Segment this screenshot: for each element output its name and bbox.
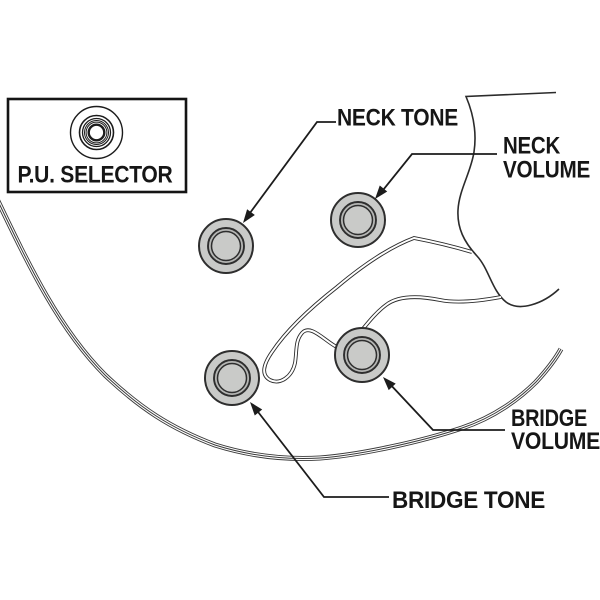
neck-volume-knob	[330, 192, 386, 248]
bridge-volume-knob	[334, 327, 390, 383]
bridge-tone-label: BRIDGE TONE	[392, 487, 545, 514]
knobs	[198, 192, 390, 406]
arrow-neck-tone-icon	[243, 209, 255, 223]
neck-volume-label-line2: VOLUME	[503, 157, 590, 184]
neck-tone-label: NECK TONE	[337, 105, 458, 132]
pu-selector-label: P.U. SELECTOR	[18, 162, 173, 189]
pu-selector-legend: P.U. SELECTOR	[6, 97, 188, 194]
callout-bridge-tone: BRIDGE TONE	[250, 402, 546, 514]
body-edge-binding	[0, 199, 564, 461]
callout-neck-tone: NECK TONE	[243, 105, 459, 223]
body-cutaway-outline	[457, 91, 560, 308]
pickguard-edge-ribbon	[262, 236, 502, 384]
neck-volume-label-line1: NECK	[503, 133, 561, 160]
bridge-volume-label-line1: BRIDGE	[511, 405, 587, 432]
bridge-tone-knob	[204, 350, 260, 406]
rotary-selector-switch-icon	[69, 105, 124, 160]
legend-box-border	[6, 97, 188, 194]
arrow-bridge-volume-icon	[383, 377, 396, 391]
callout-bridge-volume: BRIDGE VOLUME	[383, 377, 600, 455]
bridge-volume-label-line2: VOLUME	[511, 428, 600, 455]
arrow-neck-volume-icon	[375, 185, 388, 199]
arrow-bridge-tone-icon	[250, 402, 263, 416]
callout-neck-volume: NECK VOLUME	[375, 133, 591, 199]
neck-tone-knob	[198, 218, 254, 274]
